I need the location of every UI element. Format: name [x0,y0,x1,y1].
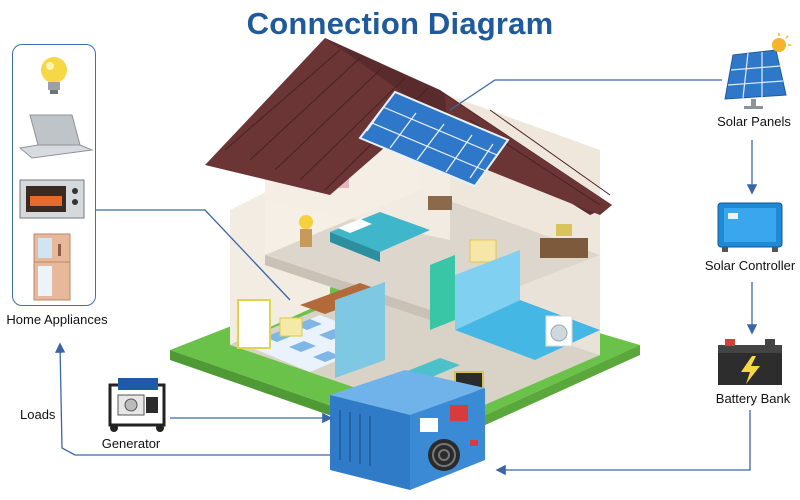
solar-panels-label: Solar Panels [717,114,791,129]
battery-bank-label: Battery Bank [715,391,791,406]
generator-label: Generator [101,436,161,451]
roof [205,38,612,215]
solar-panel-icon [724,33,791,109]
solar-controller-icon [717,202,783,252]
loads-label: Loads [20,407,56,422]
light-bulb-icon [41,57,67,94]
battery-icon [718,339,782,385]
generator-icon [108,378,166,432]
refrigerator-icon [33,233,71,301]
home-appliances-label: Home Appliances [6,312,108,327]
inverter-icon [330,370,485,490]
page-title: Connection Diagram [246,6,554,41]
oven-icon [19,179,85,219]
solar-controller-label: Solar Controller [704,258,796,273]
laptop-icon [18,114,94,159]
connectors [54,79,758,476]
